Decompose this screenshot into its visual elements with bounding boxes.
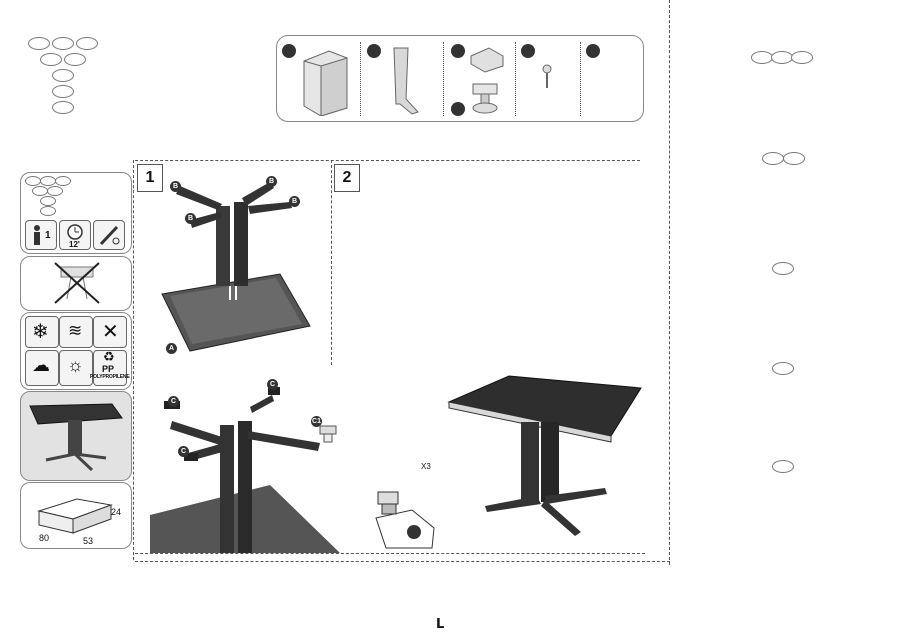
step1-label-b4: B xyxy=(185,213,196,224)
steps-top-line xyxy=(135,160,640,161)
sun-box: ☼ xyxy=(59,350,93,386)
finished-table-illustration xyxy=(447,375,642,536)
box-height: 24 xyxy=(111,507,122,517)
right-oval-3 xyxy=(772,262,794,275)
right-divider xyxy=(669,0,670,565)
part-c1-foot-icon xyxy=(472,83,498,114)
part-a-tabletop-icon xyxy=(303,50,348,116)
part-c-marker xyxy=(451,44,465,58)
snowflake-icon: ❄ xyxy=(32,321,49,343)
steps-bottom-line xyxy=(135,553,645,554)
care-panel: ❄ ≋ ✕ ☁ ☼ ♻ PP POLYPROPILENE xyxy=(20,312,132,390)
step1-label-b3: B xyxy=(289,196,300,207)
assembly-time: 12' xyxy=(69,240,80,249)
material-name: POLYPROPILENE xyxy=(90,374,130,380)
info-panel: 1 12' xyxy=(20,172,132,254)
box-width: 53 xyxy=(83,536,94,546)
clock-icon xyxy=(67,224,83,240)
screwdriver-icon xyxy=(99,225,120,246)
wash-box: ≋ xyxy=(59,316,93,348)
foot-part-icon xyxy=(319,425,337,443)
part-c-cap-icon xyxy=(470,47,504,73)
step-1-number: 1 xyxy=(137,164,163,192)
time-box: 12' xyxy=(59,220,91,250)
box-depth: 80 xyxy=(39,533,50,543)
rain-cloud-icon: ☁ xyxy=(32,355,50,375)
step2-label-c1-foot: C1 xyxy=(311,416,322,427)
part-b-marker xyxy=(367,44,381,58)
no-solvent-icon: ✕ xyxy=(102,321,119,343)
step-2-illustration xyxy=(150,387,340,553)
part-e-marker xyxy=(586,44,600,58)
quantity-label: X3 xyxy=(421,462,431,471)
box-icon xyxy=(37,498,113,534)
step1-label-b1: B xyxy=(170,181,181,192)
screw-detail-illustration xyxy=(375,491,435,549)
no-stacking-icon xyxy=(54,262,100,304)
step2-label-c1: C xyxy=(168,396,179,407)
step-divider xyxy=(331,160,332,365)
step2-label-c3: C xyxy=(178,446,189,457)
part-b-leg-icon xyxy=(393,47,419,115)
step1-label-a: A xyxy=(166,343,177,354)
table-thumbnail xyxy=(29,403,123,472)
step-1-illustration xyxy=(161,182,311,352)
tool-box xyxy=(93,220,125,250)
step1-label-b2: B xyxy=(266,176,277,187)
right-oval-4 xyxy=(772,362,794,375)
sun-icon: ☼ xyxy=(67,355,84,375)
part-d-marker xyxy=(521,44,535,58)
right-oval-5 xyxy=(772,460,794,473)
step2-label-c2: C xyxy=(267,379,278,390)
part-d-screw-icon xyxy=(542,64,552,88)
persons-count: 1 xyxy=(45,230,51,241)
bottom-divider xyxy=(135,561,670,562)
part-c1-marker xyxy=(451,102,465,116)
no-solvent-box: ✕ xyxy=(93,316,127,348)
box-dimensions-panel: 24 80 53 xyxy=(20,482,132,549)
step-2-number: 2 xyxy=(334,164,360,192)
material-code: PP xyxy=(102,364,115,374)
brand-logo: L xyxy=(436,617,445,632)
no-stacking-panel xyxy=(20,256,132,311)
product-preview-panel xyxy=(20,391,132,481)
rain-box: ☁ xyxy=(25,350,59,386)
parts-panel xyxy=(276,35,644,122)
material-box: ♻ PP POLYPROPILENE xyxy=(90,349,130,386)
part-a-marker xyxy=(282,44,296,58)
recycle-icon: ♻ xyxy=(103,349,115,364)
step-left-edge xyxy=(133,160,134,560)
persons-box: 1 xyxy=(25,220,57,250)
frost-box: ❄ xyxy=(25,316,59,348)
person-icon xyxy=(34,225,40,245)
wash-icon: ≋ xyxy=(68,321,83,340)
